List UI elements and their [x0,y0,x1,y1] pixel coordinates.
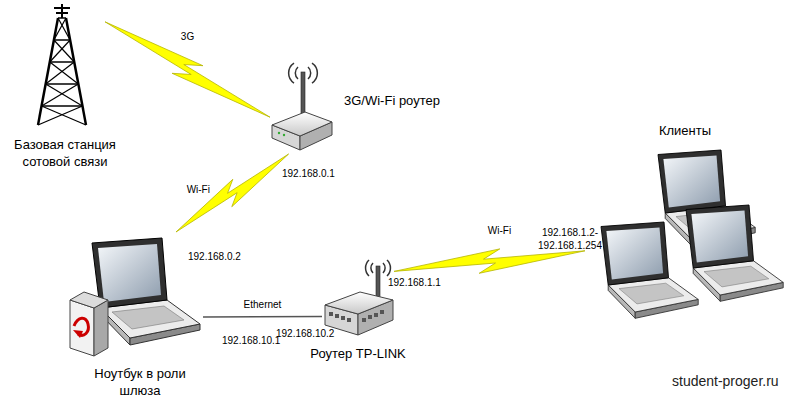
tplink-router-symbol-part [329,310,384,322]
device-caption: Клиенты [585,122,785,139]
ip-address: 192.168.1.1 [388,276,441,289]
ip-address: 192.168.1.2- 192.168.1.254 [530,226,610,252]
server-symbol-part [73,330,83,338]
cell-tower-symbol [38,4,86,125]
wifi-router-symbol-part [301,72,305,118]
cell-tower-symbol-part [46,84,83,106]
cell-tower-symbol-part [58,17,66,19]
cell-tower-symbol-part [42,106,86,125]
cell-tower-symbol-part [38,106,82,125]
link-label: Ethernet [244,299,282,311]
device-node: Базовая станция сотовой связи [25,10,105,128]
server-symbol-part [70,292,108,308]
tplink-router-symbol-part-part [380,310,384,314]
client-laptops [601,150,783,318]
wifi-router-symbol-part [278,132,280,134]
device-caption: 3G/Wi-Fi роутер [344,92,440,109]
wireless-link [394,249,585,273]
link-label: 3G [181,31,194,43]
link-label: Wi-Fi [187,184,210,196]
device-name: Ноутбук в роли шлюза [80,365,200,399]
tplink-router-symbol-part-part [362,318,366,322]
cell-tower-symbol-part [54,18,66,40]
cell-tower-symbol-part [54,7,70,9]
cell-tower-symbol-part [42,105,83,107]
server-symbol [70,292,108,356]
cell-tower-symbol-part [56,12,68,14]
ip-address: 192.168.10.2 [276,327,334,340]
device-name: 3G/Wi-Fi роутер [344,92,440,109]
ip-address: 192.168.10.1 [222,334,280,347]
wireless-link [105,22,270,117]
cell-tower-symbol-part [54,40,74,62]
device-caption: Роутер TP-LINK [298,345,418,362]
cell-tower-symbol-part [42,84,79,106]
tplink-router-symbol-part-part [374,313,378,317]
server-symbol-part [94,300,108,356]
tplink-router-symbol-part-part [341,316,345,320]
device-node: Клиенты [585,150,785,330]
device-name: Клиенты [585,122,785,139]
client-laptops-part [601,222,698,318]
wifi-router-symbol-part [283,134,285,136]
cell-tower-symbol-part [50,62,79,84]
device-name: Базовая станция сотовой связи [0,136,130,170]
tplink-router-symbol-part [325,292,393,314]
tplink-router-symbol-part-part [368,315,372,319]
tplink-router-symbol-part-part [347,318,351,322]
cell-tower-symbol-part [50,40,70,62]
device-node: Ноутбук в роли шлюза [68,232,203,357]
ip-address: 192.168.0.1 [282,167,335,180]
wifi-router-symbol [272,63,332,150]
wireless-link [176,154,289,232]
ethernet-cable [203,316,322,318]
cell-tower-symbol-part [54,39,70,41]
device-node: 3G/Wi-Fi роутер [270,62,332,154]
tplink-router-symbol-part-part [335,314,339,318]
ip-address: 192.168.0.2 [188,250,241,263]
cell-tower-symbol-part [61,4,63,18]
cell-tower-symbol-part [50,61,74,63]
device-name: Роутер TP-LINK [298,345,418,362]
client-laptops-part [686,205,783,301]
device-caption: Базовая станция сотовой связи [0,136,130,170]
cell-tower-symbol-part [46,62,74,84]
link-label: Wi-Fi [488,225,511,237]
device-caption: Ноутбук в роли шлюза [80,365,200,399]
tplink-router-symbol-part [376,266,380,300]
wifi-router-symbol-part [272,112,332,136]
watermark: student-proger.ru [672,373,779,390]
tplink-router-symbol-part-part [329,312,333,316]
cell-tower-symbol-part [46,83,79,85]
tplink-router-symbol [325,260,393,335]
device-node: Роутер TP-LINK [322,255,394,337]
server-symbol-part [70,300,94,356]
